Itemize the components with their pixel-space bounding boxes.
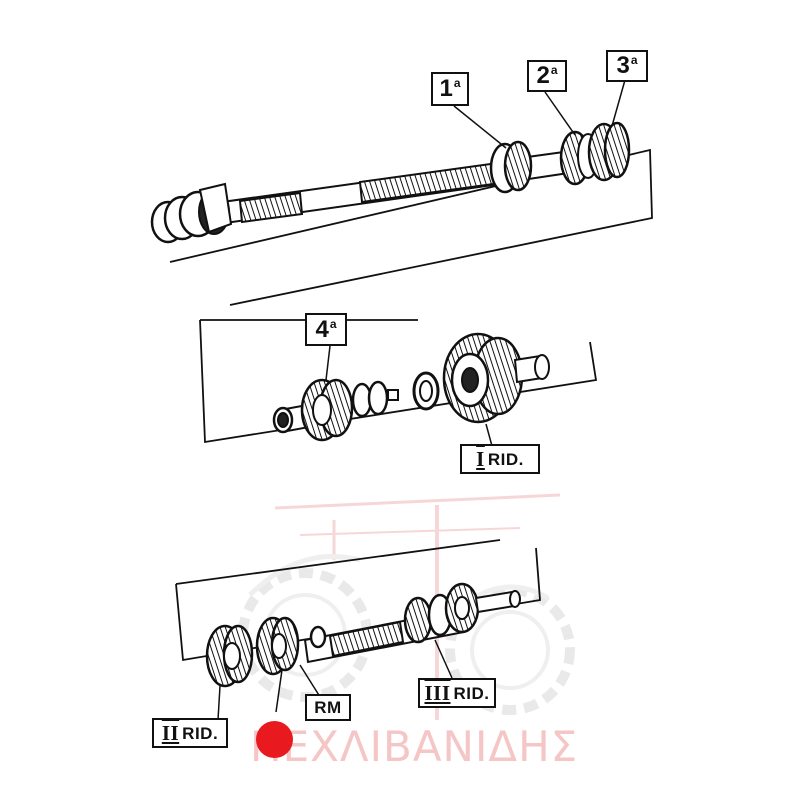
- layshaft-assembly: [199, 319, 598, 447]
- callout-part-3-number: 3: [616, 52, 630, 79]
- callout-part-2-number: 2: [536, 62, 550, 89]
- callout-reduction-1-text: RID.: [487, 449, 524, 469]
- red-dot-marker-icon: [256, 721, 293, 758]
- callout-part-4-number: 4: [315, 315, 329, 343]
- callout-reduction-2-text: RID.: [182, 723, 219, 743]
- reduction-shaft-assembly: [175, 539, 541, 721]
- callout-reduction-3-text: RID.: [453, 683, 490, 703]
- callout-part-1-number: 1: [439, 75, 453, 102]
- callout-reduction-1-roman: I: [476, 446, 485, 471]
- callout-reverse-rm-text: RM: [314, 698, 342, 717]
- callout-part-4-superscript: a: [329, 316, 337, 331]
- callout-reduction-3-roman: III: [424, 680, 451, 705]
- callout-reverse-rm: RM: [305, 694, 351, 721]
- watermark-brand-text: ΠΕΧΛΙΒΑΝΙΔΗΣ: [250, 722, 579, 771]
- callout-reduction-2-roman: II: [161, 720, 180, 745]
- callout-part-3-superscript: a: [630, 53, 638, 67]
- main-shaft-assembly: [150, 79, 653, 306]
- callout-part-2-superscript: a: [550, 63, 558, 77]
- callout-part-1-superscript: a: [453, 76, 461, 90]
